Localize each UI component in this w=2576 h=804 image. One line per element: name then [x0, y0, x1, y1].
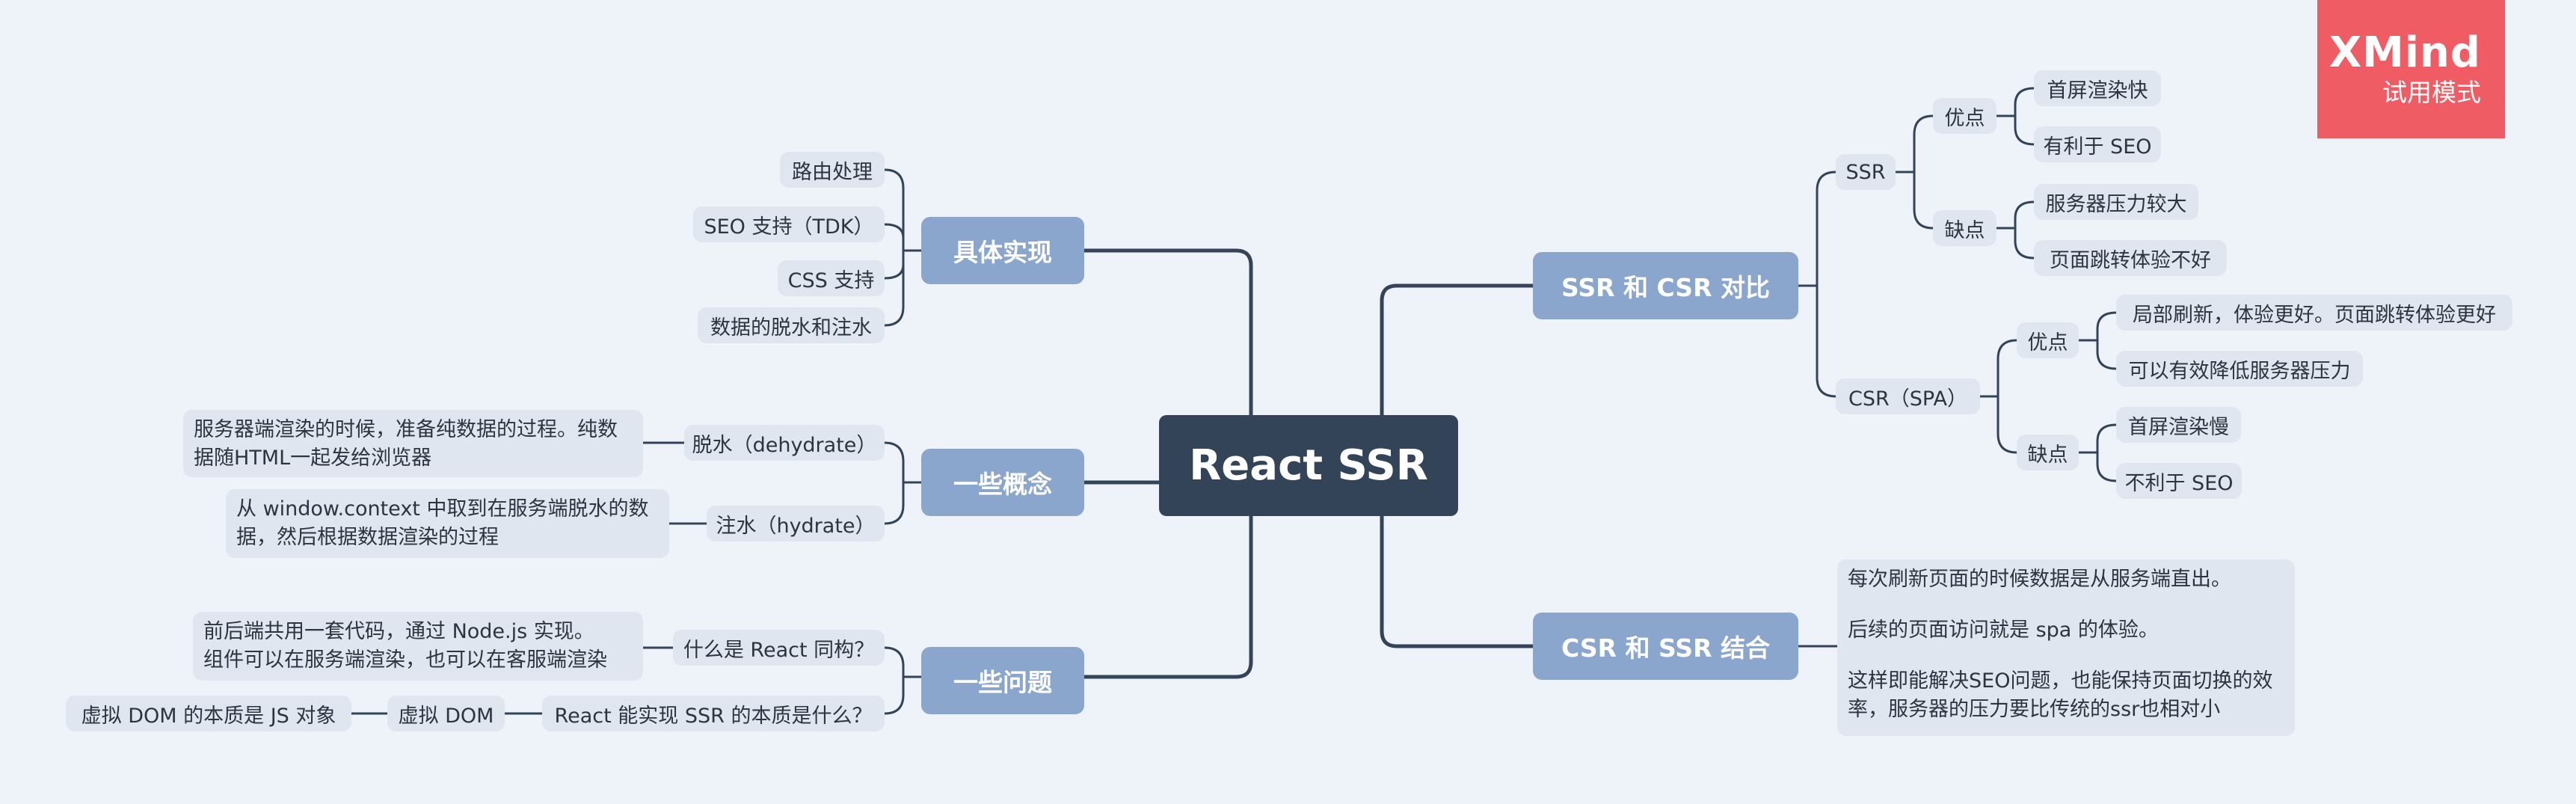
compare-ssr[interactable]: SSR [1836, 154, 1896, 190]
desc-line: 率，服务器的压力要比传统的ssr也相对小 [1848, 698, 2221, 721]
csr-pros[interactable]: 优点 [2017, 322, 2079, 358]
csr-cons-item[interactable]: 不利于 SEO [2116, 463, 2242, 499]
problem-essence-vdom[interactable]: 虚拟 DOM [387, 696, 505, 731]
concept-dehydrate-desc: 服务器端渲染的时候，准备纯数据的过程。纯数 据随HTML一起发给浏览器 [183, 410, 643, 477]
xmind-trial-badge: XMind 试用模式 [2317, 0, 2505, 138]
ssr-cons-item[interactable]: 服务器压力较大 [2034, 184, 2198, 220]
ssr-pros[interactable]: 优点 [1933, 98, 1996, 134]
ssr-pros-item[interactable]: 有利于 SEO [2034, 126, 2161, 162]
problem-isomorphic-desc: 前后端共用一套代码，通过 Node.js 实现。 组件可以在服务端渲染，也可以在… [193, 612, 643, 681]
desc-line: 据，然后根据数据渲染的过程 [236, 526, 499, 549]
combine-description: 每次刷新页面的时候数据是从服务端直出。 后续的页面访问就是 spa 的体验。 这… [1837, 559, 2295, 736]
ssr-cons-item[interactable]: 页面跳转体验不好 [2034, 240, 2227, 276]
topic-concepts[interactable]: 一些概念 [921, 449, 1084, 516]
desc-line: 从 window.context 中取到在服务端脱水的数 [236, 497, 649, 521]
topic-csr-ssr-combine[interactable]: CSR 和 SSR 结合 [1533, 613, 1798, 680]
trial-mode-label: 试用模式 [2382, 78, 2481, 107]
ssr-pros-item[interactable]: 首屏渲染快 [2034, 70, 2161, 106]
csr-cons-item[interactable]: 首屏渲染慢 [2116, 407, 2241, 443]
desc-line: 组件可以在服务端渲染，也可以在客服端渲染 [203, 648, 607, 672]
desc-line: 据随HTML一起发给浏览器 [194, 447, 432, 470]
problem-isomorphic[interactable]: 什么是 React 同构？ [673, 630, 885, 666]
desc-line: 每次刷新页面的时候数据是从服务端直出。 [1848, 568, 2231, 591]
concept-dehydrate[interactable]: 脱水（dehydrate） [684, 425, 885, 461]
impl-hydration[interactable]: 数据的脱水和注水 [698, 307, 885, 343]
desc-line: 这样即能解决SEO问题，也能保持页面切换的效 [1848, 669, 2273, 693]
ssr-cons[interactable]: 缺点 [1933, 210, 1996, 246]
compare-csr[interactable]: CSR（SPA） [1836, 378, 1980, 414]
problem-essence[interactable]: React 能实现 SSR 的本质是什么？ [542, 696, 885, 731]
concept-hydrate[interactable]: 注水（hydrate） [707, 506, 885, 541]
impl-routing[interactable]: 路由处理 [780, 152, 885, 188]
csr-cons[interactable]: 缺点 [2017, 435, 2079, 470]
desc-spacer [1848, 645, 2284, 667]
topic-ssr-vs-csr[interactable]: SSR 和 CSR 对比 [1533, 252, 1798, 319]
concept-hydrate-desc: 从 window.context 中取到在服务端脱水的数 据，然后根据数据渲染的… [226, 489, 669, 558]
topic-implementation[interactable]: 具体实现 [921, 217, 1084, 284]
impl-css[interactable]: CSS 支持 [778, 260, 885, 296]
root-topic[interactable]: React SSR [1159, 415, 1458, 516]
desc-line: 服务器端渲染的时候，准备纯数据的过程。纯数 [194, 418, 618, 441]
csr-pros-item[interactable]: 可以有效降低服务器压力 [2116, 351, 2363, 387]
desc-line: 前后端共用一套代码，通过 Node.js 实现。 [203, 620, 594, 643]
problem-essence-vdom-detail[interactable]: 虚拟 DOM 的本质是 JS 对象 [66, 696, 351, 731]
impl-seo[interactable]: SEO 支持（TDK） [693, 206, 885, 242]
desc-spacer [1848, 594, 2284, 616]
xmind-logo-text: XMind [2328, 28, 2481, 77]
desc-line: 后续的页面访问就是 spa 的体验。 [1848, 619, 2159, 642]
topic-problems[interactable]: 一些问题 [921, 647, 1084, 714]
csr-pros-item[interactable]: 局部刷新，体验更好。页面跳转体验更好 [2116, 295, 2512, 331]
